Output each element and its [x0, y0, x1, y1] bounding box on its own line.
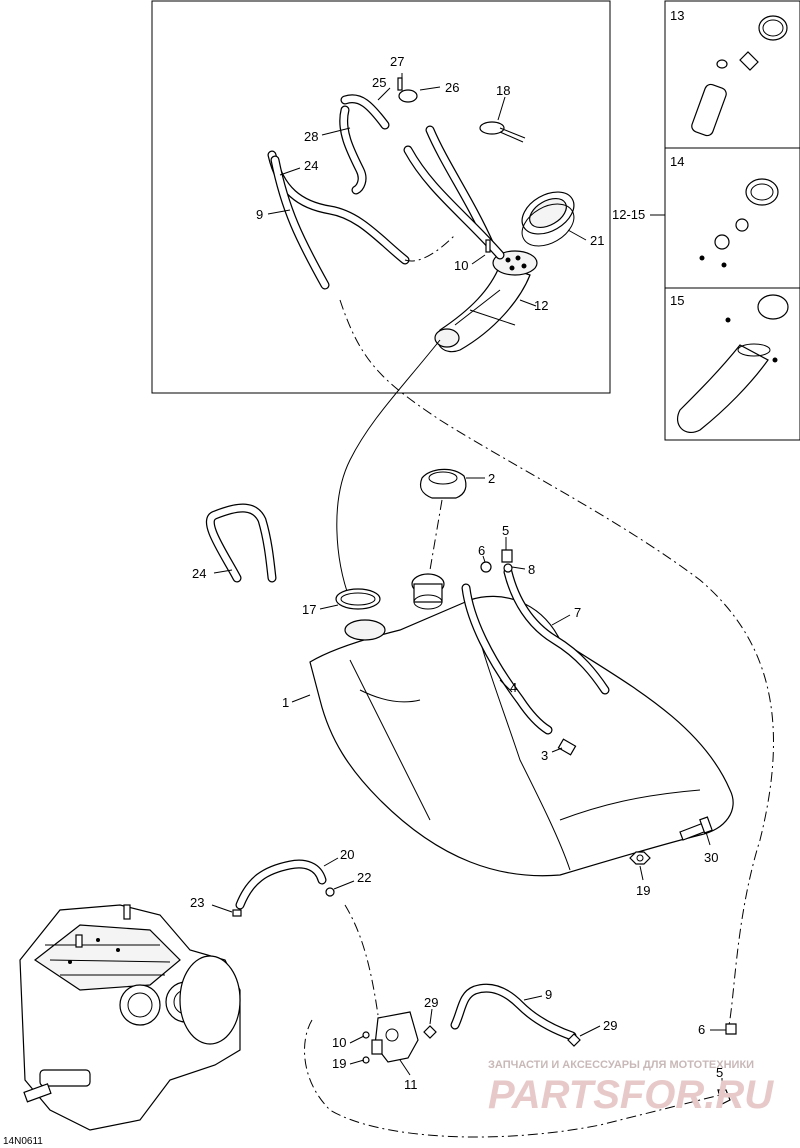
vent-hose-24 — [205, 503, 277, 583]
tie-strap-18 — [479, 121, 526, 143]
leader-pump-to-tank — [336, 339, 441, 601]
dashed-leader-lower — [304, 904, 721, 1138]
callout-19-lower: 19 — [332, 1056, 346, 1071]
fittings-5-6-8 — [480, 549, 513, 573]
fuel-pump-11 — [371, 1011, 419, 1063]
screw-10-inset — [485, 239, 491, 253]
main-inset-frame — [151, 0, 611, 394]
callout-23: 23 — [190, 895, 204, 910]
o-ring-kit-14 — [699, 178, 779, 268]
callout-3: 3 — [541, 748, 548, 763]
lock-ring-21 — [521, 191, 575, 247]
group-label-12-15: 12-15 — [612, 207, 665, 222]
reference-code: 14N0611 — [3, 1136, 43, 1147]
callout-29-left: 29 — [424, 995, 438, 1010]
dashed-leader-right — [339, 299, 774, 1031]
callout-5-top: 5 — [502, 523, 509, 538]
callout-24: 24 — [192, 566, 206, 581]
fuel-pump-assembly-12 — [434, 250, 538, 353]
callout-2: 2 — [488, 471, 495, 486]
callout-5-lower: 5 — [716, 1065, 723, 1080]
hose-20 — [235, 859, 327, 910]
callout-17: 17 — [302, 602, 316, 617]
callout-8: 8 — [528, 562, 535, 577]
callout-19: 19 — [636, 883, 650, 898]
hose-7 — [503, 567, 610, 695]
bolt-30 — [679, 816, 713, 841]
callout-7: 7 — [574, 605, 581, 620]
inset-frame-15 — [664, 287, 800, 441]
callout-22: 22 — [357, 870, 371, 885]
nut-19 — [629, 851, 651, 865]
callout-14: 14 — [670, 154, 684, 169]
engine-block — [19, 904, 241, 1131]
callout-6-lower: 6 — [698, 1022, 705, 1037]
clamp-26 — [397, 77, 418, 103]
inset-frame-14 — [664, 147, 800, 289]
fuel-cap-2 — [419, 468, 467, 499]
watermark: ЗАПЧАСТИ И АКСЕССУАРЫ ДЛЯ МОТОТЕХНИКИ PA… — [488, 1059, 774, 1117]
callout-29-right: 29 — [603, 1018, 617, 1033]
hose-28-corrugated — [339, 94, 390, 195]
callout-6-top: 6 — [478, 543, 485, 558]
fuel-pickup-15 — [677, 294, 789, 433]
svg-text:ЗАПЧАСТИ И АКСЕССУАРЫ ДЛЯ МОТО: ЗАПЧАСТИ И АКСЕССУАРЫ ДЛЯ МОТОТЕХНИКИ — [488, 1059, 754, 1071]
callout-21: 21 — [590, 233, 604, 248]
fuel-filter-13 — [691, 15, 788, 137]
callout-28: 28 — [304, 129, 318, 144]
small-parts-lower — [232, 887, 737, 1105]
callout-30: 30 — [704, 850, 718, 865]
callout-12: 12 — [534, 298, 548, 313]
callout-26: 26 — [445, 80, 459, 95]
dashed-leader-inset-to-tank — [404, 234, 456, 262]
hose-9-lower — [450, 983, 577, 1041]
hose-4 — [461, 583, 553, 735]
fuel-tank-1 — [309, 573, 734, 877]
callout-4: 4 — [510, 680, 517, 695]
callout-27: 27 — [390, 54, 404, 69]
callout-10-lower: 10 — [332, 1035, 346, 1050]
callout-9-inset: 9 — [256, 207, 263, 222]
callout-1: 1 — [282, 695, 289, 710]
callout-24-inset: 24 — [304, 158, 318, 173]
callout-10-inset: 10 — [454, 258, 468, 273]
callout-20: 20 — [340, 847, 354, 862]
callout-15: 15 — [670, 293, 684, 308]
fitting-3 — [557, 738, 577, 756]
gasket-17 — [335, 588, 386, 641]
callout-9-lower: 9 — [545, 987, 552, 1002]
svg-text:12-15: 12-15 — [612, 207, 645, 222]
callout-11: 11 — [404, 1077, 418, 1092]
callout-25: 25 — [372, 75, 386, 90]
callout-13: 13 — [670, 8, 684, 23]
svg-text:PARTSFOR.RU: PARTSFOR.RU — [488, 1073, 774, 1117]
callout-18: 18 — [496, 83, 510, 98]
